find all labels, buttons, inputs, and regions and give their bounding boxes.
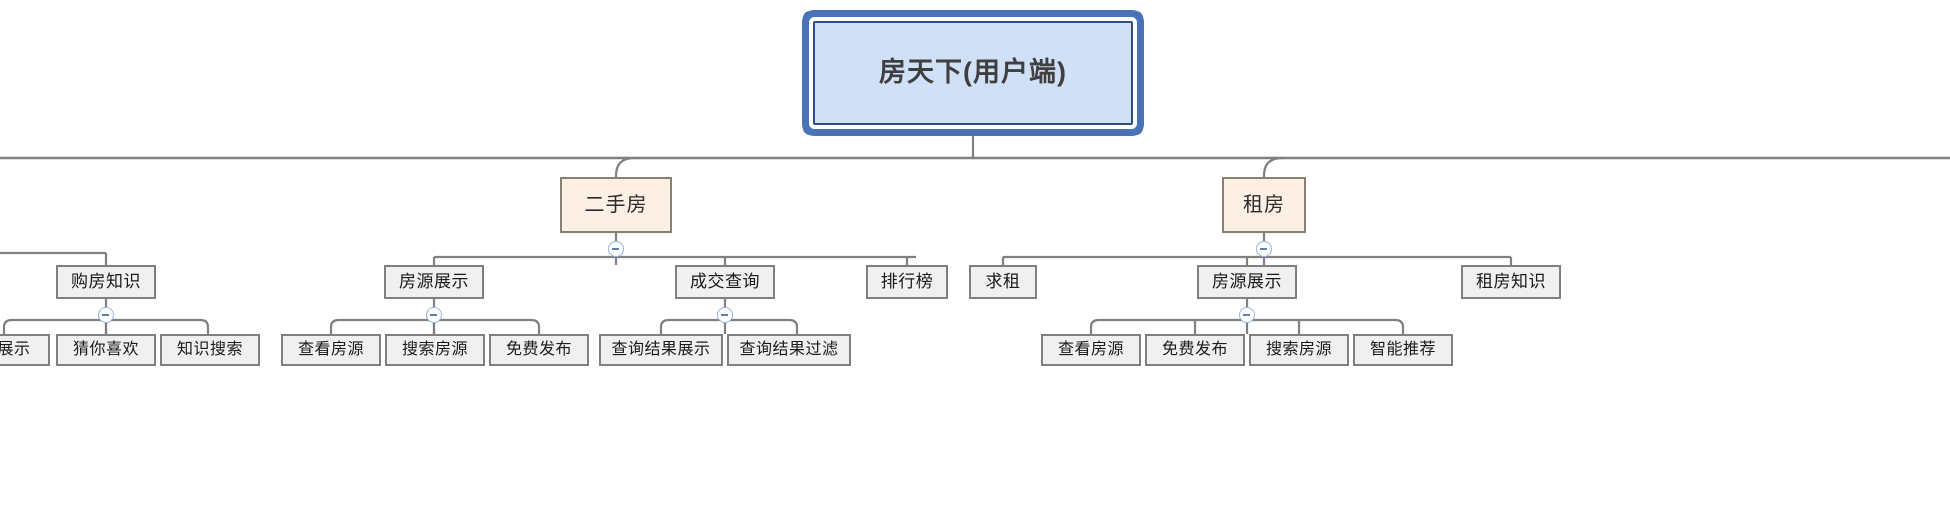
leaf-node-chakanfangyuan-ershoufang[interactable]: 查看房源 [281, 334, 381, 366]
edge-bus-to-ershoufang-helper [616, 140, 1950, 158]
category-label-zufang: 租房 [1243, 194, 1285, 216]
leaf-node-zhishisousuo[interactable]: 知识搜索 [160, 334, 260, 366]
leaf-label-sousuofangyuan-zufang: 搜索房源 [1265, 341, 1332, 359]
node-label-fangyuanzhanshi-ershoufang: 房源展示 [399, 271, 469, 291]
root-node[interactable]: 房天下(用户端) [813, 21, 1133, 125]
node-zufangzhishi[interactable]: 租房知识 [1461, 265, 1561, 299]
category-node-ershoufang[interactable]: 二手房 [560, 177, 672, 233]
leaf-node-mianfeifabu-ershoufang[interactable]: 免费发布 [489, 334, 589, 366]
leaf-label-chakanfangyuan-zufang: 查看房源 [1057, 341, 1124, 359]
node-label-goufangzhishi: 购房知识 [71, 271, 141, 291]
node-label-chengjiaochaxun: 成交查询 [690, 271, 760, 291]
category-label-ershoufang: 二手房 [584, 194, 648, 216]
node-qiuzu[interactable]: 求租 [969, 265, 1037, 299]
leaf-node-zhanshi-clipped[interactable]: 展示 [0, 334, 50, 366]
node-chengjiaochaxun[interactable]: 成交查询 [675, 265, 775, 299]
leaf-node-chaxunjieguoguolv[interactable]: 查询结果过滤 [727, 334, 851, 366]
node-goufangzhishi[interactable]: 购房知识 [56, 265, 156, 299]
collapse-toggle-ershoufang[interactable] [608, 241, 624, 257]
root-node-wrapper: 房天下(用户端) [802, 10, 1144, 136]
collapse-toggle-chengjiaochaxun[interactable] [717, 307, 733, 323]
leaf-node-cainixihuan[interactable]: 猜你喜欢 [56, 334, 156, 366]
node-fangyuanzhanshi-zufang[interactable]: 房源展示 [1197, 265, 1297, 299]
node-label-fangyuanzhanshi-zufang: 房源展示 [1212, 271, 1282, 291]
node-paihangbang[interactable]: 排行榜 [866, 265, 948, 299]
node-label-zufangzhishi: 租房知识 [1476, 271, 1546, 291]
leaf-node-chaxunjieguozhanshi[interactable]: 查询结果展示 [599, 334, 723, 366]
collapse-toggle-fangyuanzhanshi-ershoufang[interactable] [426, 307, 442, 323]
leaf-node-mianfeifabu-zufang[interactable]: 免费发布 [1145, 334, 1245, 366]
collapse-toggle-fangyuanzhanshi-zufang[interactable] [1239, 307, 1255, 323]
category-node-zufang[interactable]: 租房 [1222, 177, 1306, 233]
leaf-label-mianfeifabu-zufang: 免费发布 [1161, 341, 1228, 359]
leaf-label-zhanshi-clipped: 展示 [0, 341, 31, 359]
leaf-node-chakanfangyuan-zufang[interactable]: 查看房源 [1041, 334, 1141, 366]
edge-cjcx-childbracket [659, 318, 799, 334]
leaf-label-chakanfangyuan-ershoufang: 查看房源 [297, 341, 364, 359]
leaf-node-zhinengtuijian[interactable]: 智能推荐 [1353, 334, 1453, 366]
leaf-node-sousuofangyuan-zufang[interactable]: 搜索房源 [1249, 334, 1349, 366]
leaf-label-mianfeifabu-ershoufang: 免费发布 [505, 341, 572, 359]
leaf-label-cainixihuan: 猜你喜欢 [72, 341, 139, 359]
collapse-toggle-goufangzhishi[interactable] [98, 307, 114, 323]
node-label-paihangbang: 排行榜 [880, 271, 934, 291]
leaf-label-chaxunjieguozhanshi: 查询结果展示 [611, 341, 711, 359]
collapse-toggle-zufang[interactable] [1256, 241, 1272, 257]
root-node-label: 房天下(用户端) [879, 57, 1067, 88]
leaf-node-sousuofangyuan-ershoufang[interactable]: 搜索房源 [385, 334, 485, 366]
leaf-label-zhishisousuo: 知识搜索 [176, 341, 243, 359]
leaf-label-chaxunjieguoguolv: 查询结果过滤 [739, 341, 839, 359]
node-fangyuanzhanshi-ershoufang[interactable]: 房源展示 [384, 265, 484, 299]
leaf-label-sousuofangyuan-ershoufang: 搜索房源 [401, 341, 468, 359]
node-label-qiuzu: 求租 [985, 271, 1021, 291]
leaf-label-zhinengtuijian: 智能推荐 [1369, 341, 1436, 359]
